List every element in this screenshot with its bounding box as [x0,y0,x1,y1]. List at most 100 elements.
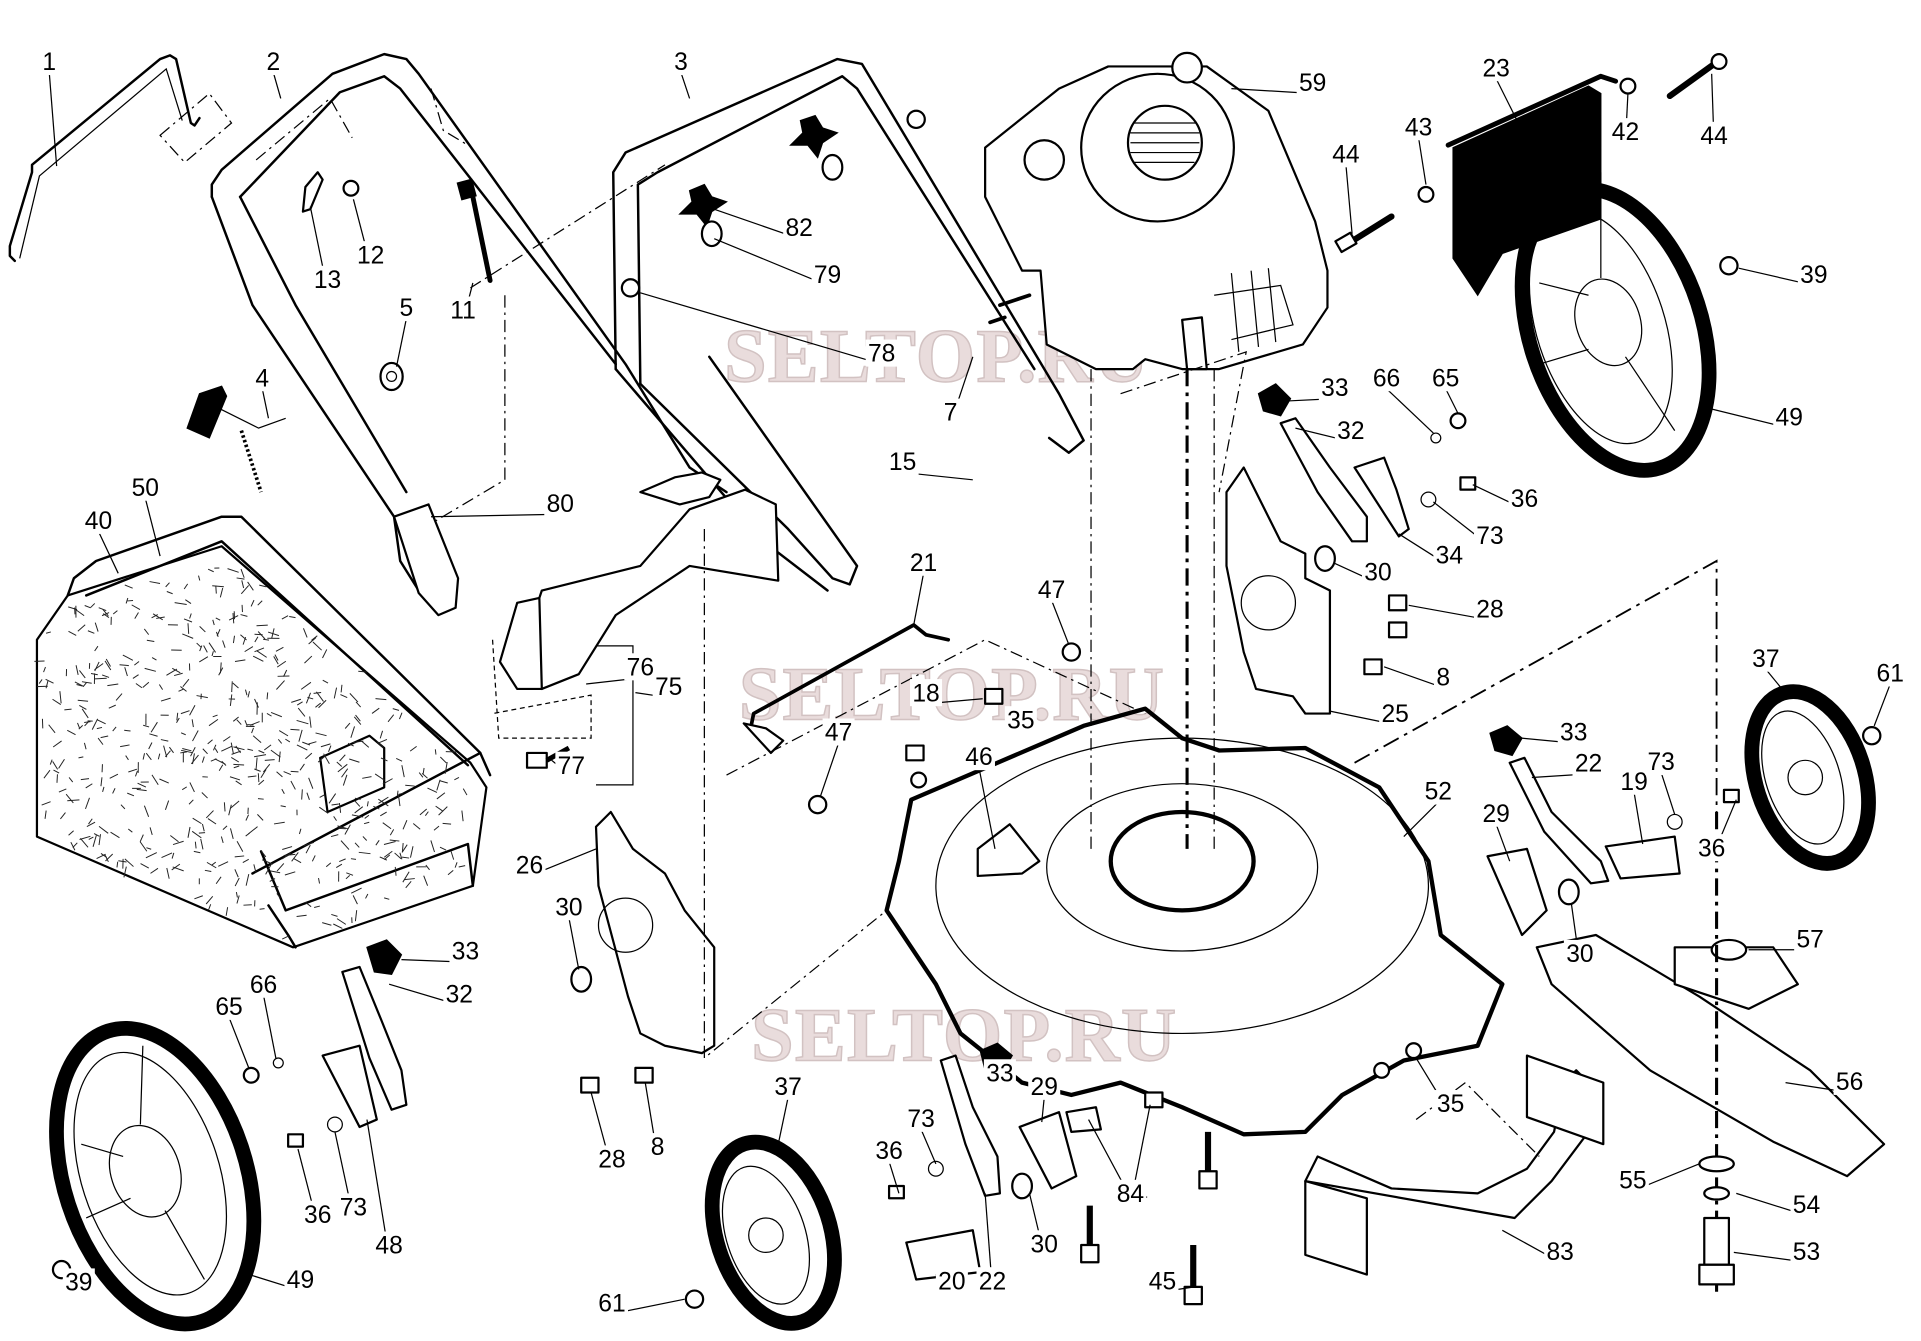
part-number-callout: 35 [1007,707,1034,734]
mesh-stroke [240,568,245,578]
mesh-stroke [245,874,250,886]
mesh-stroke [258,750,265,754]
mesh-stroke [78,756,84,759]
part-number-callout: 56 [1836,1069,1863,1096]
callout-background [373,1231,406,1259]
mesh-stroke [297,707,306,717]
part-number-callout: 18 [912,680,939,707]
mesh-stroke [192,817,202,825]
part-number-callout: 2 [267,49,281,76]
mesh-stroke [427,787,438,793]
mesh-stroke [319,794,325,798]
rear-wheel-left-part [49,1020,262,1332]
mesh-stroke [212,714,218,718]
mesh-stroke [236,841,244,852]
mesh-stroke [354,806,364,814]
mesh-stroke [79,704,87,710]
callout-background [447,296,480,324]
mesh-stroke [215,585,217,594]
mesh-stroke [127,828,133,833]
mesh-stroke [301,789,303,800]
callout-background [1797,260,1830,288]
mesh-stroke [112,726,117,732]
callout-background [652,672,685,701]
mesh-stroke [384,854,391,861]
mesh-stroke [257,631,266,640]
callout-background [1473,521,1507,549]
mesh-stroke [382,778,393,785]
mesh-stroke [244,646,254,653]
grass-bag-mesh [34,567,468,940]
callout-leader-line [430,513,561,518]
mesh-stroke [192,730,199,742]
mesh-stroke [240,585,250,595]
mesh-stroke [340,840,350,850]
part-number-callout: 43 [1405,114,1432,141]
mesh-stroke [322,679,329,684]
mesh-stroke [336,761,343,767]
mesh-stroke [65,793,74,804]
mesh-stroke [358,670,367,673]
mesh-stroke [333,816,337,821]
mesh-stroke [172,840,184,846]
mesh-stroke [176,712,179,721]
callout-background [247,970,280,998]
mesh-stroke [365,893,369,899]
mesh-stroke [188,799,194,805]
rear-height-bracket-right-part [1225,466,1332,715]
mesh-stroke [289,616,296,619]
mesh-stroke [187,826,191,838]
mesh-stroke [253,754,267,758]
watermark: SELTOP.RU [739,652,1165,737]
rear-flap-part [1445,73,1619,297]
callout-background [213,992,246,1020]
mesh-stroke [409,846,414,858]
mesh-stroke [281,615,289,620]
mesh-stroke [241,580,245,589]
mesh-stroke [200,838,204,850]
rear-height-bracket-left-part [594,810,716,1055]
mesh-stroke [180,710,190,715]
mesh-stroke [110,831,120,839]
engine-part [984,51,1329,371]
mesh-stroke [212,744,217,751]
mesh-stroke [399,852,403,860]
mesh-stroke [228,804,232,816]
mesh-stroke [120,744,130,748]
mesh-stroke [80,838,89,848]
mesh-stroke [262,763,271,773]
callout-leader-line [1403,801,1439,838]
mesh-stroke [319,806,329,814]
mesh-stroke [236,719,242,725]
part-number-callout: 21 [910,550,937,577]
part-number-callout: 33 [452,939,479,966]
mesh-stroke [75,665,79,676]
mesh-stroke [160,739,169,742]
mesh-stroke [229,800,240,809]
mesh-stroke [254,698,259,708]
mesh-stroke [322,649,328,659]
mesh-stroke [265,863,272,875]
mesh-stroke [143,724,150,728]
mesh-stroke [308,637,317,645]
mesh-stroke [325,862,332,868]
callout-background [129,473,162,501]
mesh-stroke [91,718,99,730]
deck-fastener-parts [807,642,1423,1079]
mesh-stroke [80,778,90,781]
mesh-stroke [257,814,264,821]
mesh-stroke [339,754,346,762]
mesh-stroke [290,728,300,731]
mesh-stroke [303,841,315,847]
part-number-callout: 29 [1031,1074,1058,1101]
mesh-stroke [363,821,370,825]
mesh-stroke [270,749,281,758]
callout-background [596,1145,629,1173]
mesh-stroke [208,904,212,910]
part-number-callout: 12 [357,242,384,269]
callout-leader-line [144,498,161,557]
mesh-stroke [398,792,404,795]
mesh-stroke [260,769,267,779]
mesh-stroke [77,624,86,632]
mesh-stroke [350,858,357,860]
